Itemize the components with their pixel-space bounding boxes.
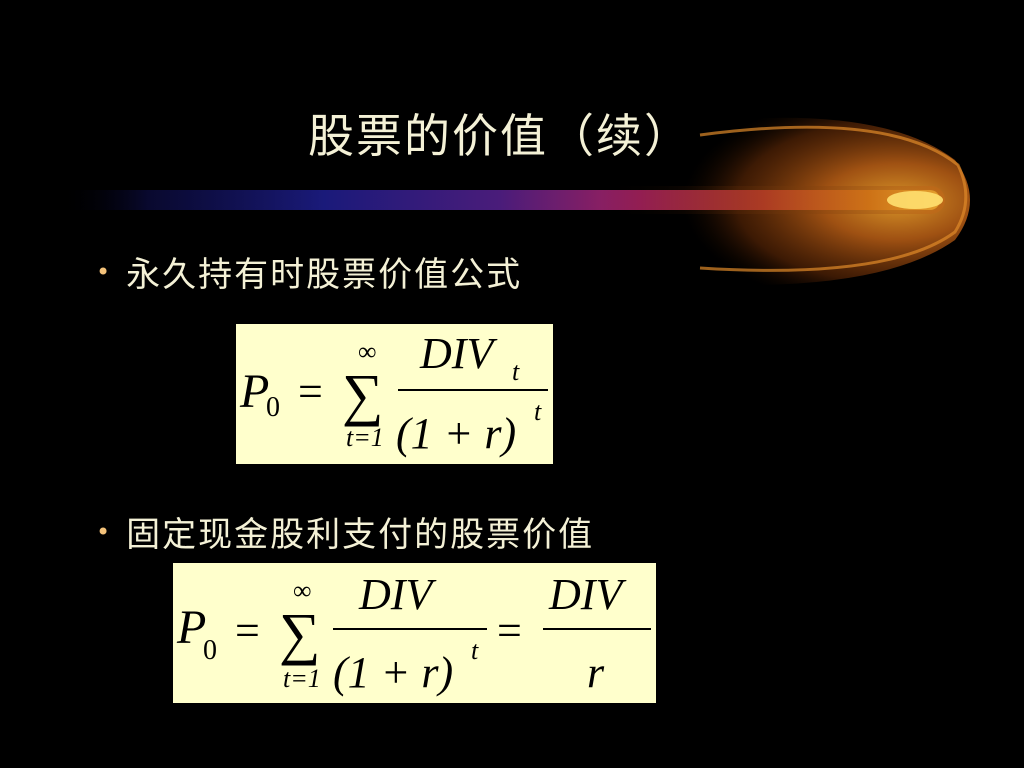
fraction-denominator: (1 + r) xyxy=(396,409,516,458)
sum-symbol: ∑ xyxy=(342,362,383,427)
formula-lhs: P xyxy=(239,365,269,418)
formula-equals: = xyxy=(235,606,260,655)
rhs-denominator: r xyxy=(587,648,605,697)
bullet-item: • 固定现金股利支付的股票价值 xyxy=(96,507,594,556)
sum-lower-limit: t=1 xyxy=(346,423,384,452)
bullet-item: • 永久持有时股票价值公式 xyxy=(96,247,522,296)
formula-lhs: P xyxy=(176,601,206,654)
fraction-denominator: (1 + r) xyxy=(333,648,453,697)
formula-lhs-subscript: 0 xyxy=(266,392,280,423)
numerator-subscript: t xyxy=(512,357,520,386)
denominator-exponent: t xyxy=(534,397,542,426)
formula-equals-2: = xyxy=(497,606,522,655)
rhs-numerator: DIV xyxy=(548,570,627,619)
bullet-text: 固定现金股利支付的股票价值 xyxy=(126,515,595,555)
sum-lower-limit: t=1 xyxy=(283,664,321,693)
sum-upper-limit: ∞ xyxy=(293,576,312,605)
fraction-numerator: DIV xyxy=(419,329,498,378)
formula-lhs-subscript: 0 xyxy=(203,635,217,666)
slide-title: 股票的价值（续） xyxy=(308,109,692,163)
sum-upper-limit: ∞ xyxy=(358,337,377,366)
bullet-marker: • xyxy=(96,518,113,546)
formula-fixed-dividend: P 0 = ∞ ∑ t=1 DIV (1 + r) t = DIV r xyxy=(173,563,656,703)
sum-symbol: ∑ xyxy=(279,601,320,666)
denominator-exponent: t xyxy=(471,636,479,665)
bullet-text: 永久持有时股票价值公式 xyxy=(126,255,523,295)
formula-equals: = xyxy=(298,367,323,416)
formula-perpetual-holding: P 0 = ∞ ∑ t=1 DIV t (1 + r) t xyxy=(236,324,553,464)
bullet-marker: • xyxy=(96,258,113,286)
fraction-numerator: DIV xyxy=(358,570,437,619)
